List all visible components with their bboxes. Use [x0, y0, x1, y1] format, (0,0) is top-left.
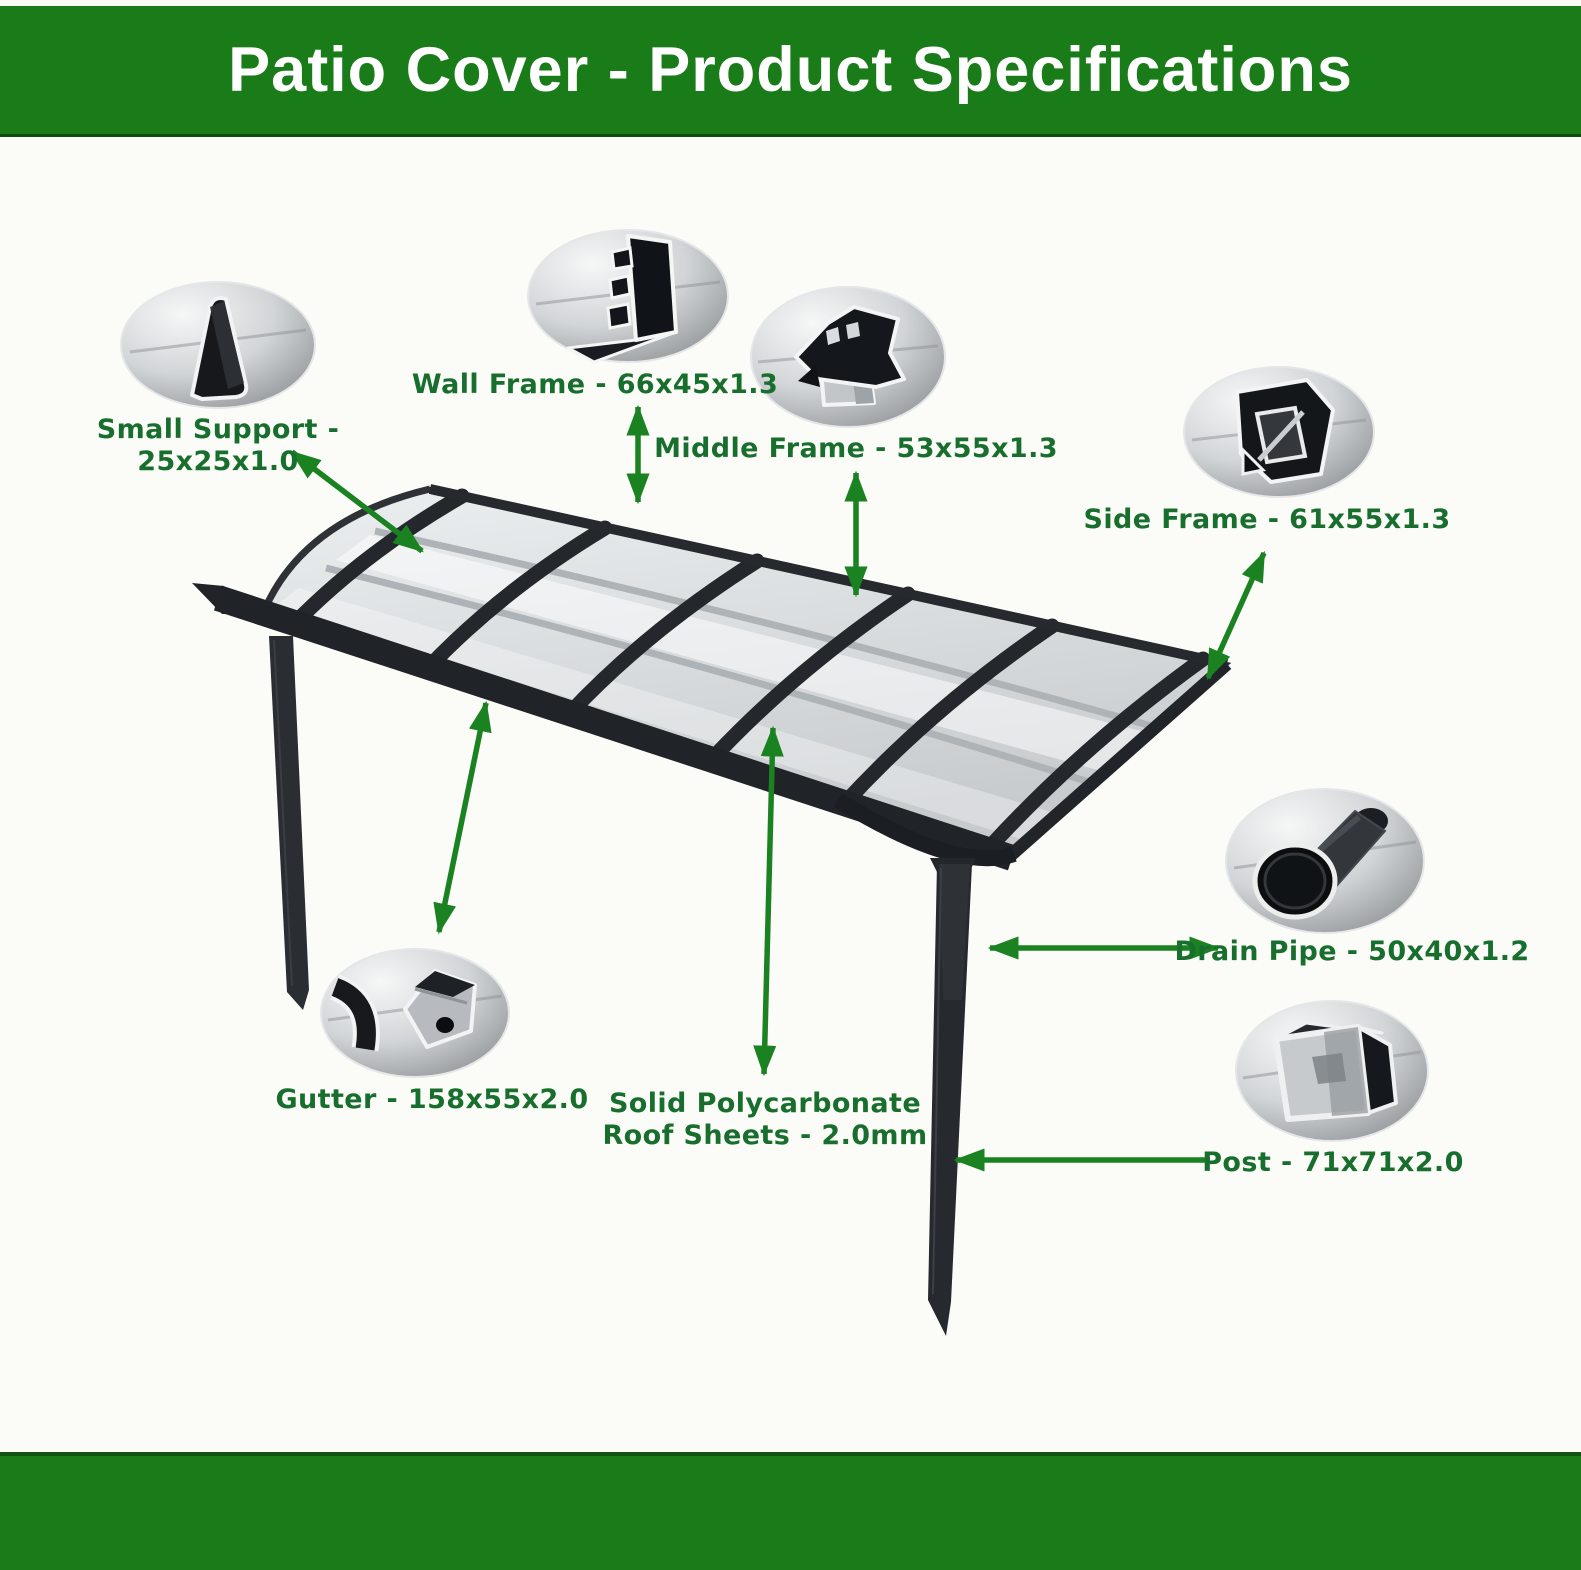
roof-ribs	[284, 488, 1211, 857]
gutter-beam	[213, 585, 1017, 871]
middle-frame-profile-image	[794, 305, 906, 407]
roof-sheets-label-line2: Roof Sheets - 2.0mm	[602, 1119, 928, 1151]
footer-band	[0, 1452, 1581, 1570]
right-post-upper	[939, 864, 970, 1000]
wall-frame-profile-image	[566, 234, 678, 364]
post-label: Post - 71x71x2.0	[1202, 1147, 1464, 1178]
drain-pipe-bubble	[1225, 788, 1425, 934]
small-support-bubble	[120, 281, 316, 409]
small-support-profile-image	[190, 296, 249, 401]
header-band	[0, 6, 1581, 137]
side-frame-bubble	[1183, 366, 1375, 498]
side-frame-arrow	[1205, 550, 1267, 681]
wall-frame-label: Wall Frame - 66x45x1.3	[411, 369, 779, 400]
gutter-profile-image	[329, 969, 477, 1052]
middle-frame-label: Middle Frame - 53x55x1.3	[654, 433, 1058, 464]
post-bubble	[1235, 1000, 1429, 1142]
small-support-label-line1: Small Support -	[96, 414, 340, 445]
roof-right-edge	[1005, 659, 1232, 861]
middle-frame-bubble	[750, 286, 946, 428]
gutter-end-cap	[192, 583, 232, 614]
side-frame-label: Side Frame - 61x55x1.3	[1083, 504, 1451, 535]
drain-pipe-profile-image	[1252, 808, 1388, 920]
left-post-highlight	[273, 639, 293, 987]
wall-frame-bubble	[527, 229, 729, 364]
left-post	[269, 636, 309, 1010]
gutter-valance	[833, 793, 1017, 867]
small-support-label-line2: 25x25x1.0	[137, 445, 299, 477]
small-support-label: Small Support - 25x25x1.0	[97, 414, 339, 478]
side-frame-profile-image	[1235, 378, 1335, 484]
patio-cover-illustration	[192, 484, 1232, 1336]
gutter-label: Gutter - 158x55x2.0	[275, 1084, 589, 1115]
roof-back-edge	[428, 484, 1229, 669]
gutter-arrow	[433, 700, 492, 935]
post-profile-image	[1273, 1021, 1398, 1122]
small-support-arrow	[290, 449, 424, 554]
roof-purlins	[325, 527, 1156, 787]
roof-sheets-label-line1: Solid Polycarbonate	[608, 1088, 922, 1119]
roof-sheets-arrow	[753, 725, 784, 1077]
roof-sheets-label: Solid Polycarbonate Roof Sheets - 2.0mm	[602, 1088, 927, 1152]
gutter-bubble	[320, 948, 510, 1078]
right-post-highlight	[932, 867, 942, 1295]
drain-pipe-label: Drain Pipe - 50x40x1.2	[1174, 936, 1530, 967]
annotation-arrows	[290, 404, 1267, 1172]
page-title: Patio Cover - Product Specifications	[228, 35, 1353, 105]
